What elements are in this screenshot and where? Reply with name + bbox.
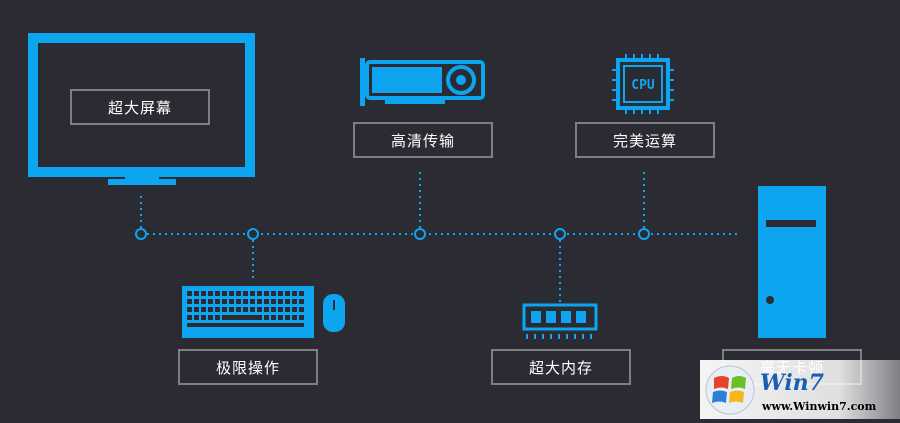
label-input: 极限操作 (178, 349, 318, 385)
keyboard-key (208, 299, 213, 304)
keyboard-key (264, 307, 269, 312)
junction-node (414, 228, 426, 240)
keyboard-key (271, 299, 276, 304)
keyboard-key (278, 315, 283, 320)
label-gpu: 高清传输 (353, 122, 493, 158)
keyboard-key (208, 315, 213, 320)
watermark: Win7 www.Winwin7.com (700, 360, 900, 419)
keyboard-key (243, 307, 248, 312)
label-cpu: 完美运算 (575, 122, 715, 158)
keyboard-key (285, 299, 290, 304)
keyboard-key (264, 299, 269, 304)
keyboard-key (229, 291, 234, 296)
keyboard-key (271, 307, 276, 312)
keyboard-key (264, 315, 269, 320)
keyboard-key (299, 315, 304, 320)
keyboard-key (285, 307, 290, 312)
keyboard-icon (182, 286, 314, 338)
keyboard-key (201, 291, 206, 296)
keyboard-key (222, 307, 227, 312)
watermark-brand: Win7 (760, 370, 825, 396)
ram-module-icon (522, 303, 598, 339)
keyboard-key (215, 307, 220, 312)
keyboard-key (257, 299, 262, 304)
keyboard-key (299, 307, 304, 312)
watermark-logo: Win7 (700, 360, 900, 419)
keyboard-key (187, 307, 192, 312)
keyboard-key (271, 291, 276, 296)
keyboard-key (292, 315, 297, 320)
keyboard-bottom-row (187, 323, 304, 327)
keyboard-key (194, 307, 199, 312)
keyboard-key (278, 291, 283, 296)
monitor-icon (28, 33, 255, 185)
keyboard-key (257, 307, 262, 312)
keyboard-key (201, 315, 206, 320)
keyboard-key (278, 307, 283, 312)
keyboard-key (271, 315, 276, 320)
keyboard-key (194, 315, 199, 320)
keyboard-key (285, 315, 290, 320)
watermark-url: www.Winwin7.com (762, 400, 877, 413)
mouse-icon (323, 294, 345, 332)
keyboard-key (278, 299, 283, 304)
keyboard-key (257, 291, 262, 296)
label-memory: 超大内存 (491, 349, 631, 385)
keyboard-key (187, 291, 192, 296)
keyboard-key (236, 299, 241, 304)
windows-flag-icon (705, 365, 755, 415)
keyboard-spacebar (222, 315, 262, 320)
junction-node (554, 228, 566, 240)
keyboard-key (264, 291, 269, 296)
pc-tower-icon (758, 186, 826, 338)
keyboard-key (222, 291, 227, 296)
keyboard-key (299, 299, 304, 304)
cpu-chip-text: CPU (631, 78, 655, 93)
keyboard-key (208, 291, 213, 296)
keyboard-key (250, 291, 255, 296)
keyboard-key (201, 299, 206, 304)
keyboard-key (215, 315, 220, 320)
keyboard-key (292, 307, 297, 312)
keyboard-key (292, 291, 297, 296)
keyboard-key (229, 307, 234, 312)
junction-node (247, 228, 259, 240)
keyboard-key (187, 299, 192, 304)
keyboard-key (208, 307, 213, 312)
keyboard-key (229, 299, 234, 304)
cpu-chip-icon: CPU (612, 54, 674, 114)
keyboard-key (236, 307, 241, 312)
keyboard-key (243, 299, 248, 304)
label-screen: 超大屏幕 (70, 89, 210, 125)
keyboard-key (243, 291, 248, 296)
keyboard-key (187, 315, 192, 320)
keyboard-key (215, 291, 220, 296)
keyboard-key (250, 307, 255, 312)
junction-node (135, 228, 147, 240)
keyboard-key (222, 299, 227, 304)
keyboard-key (250, 299, 255, 304)
keyboard-key (215, 299, 220, 304)
keyboard-key (194, 299, 199, 304)
keyboard-key (201, 307, 206, 312)
keyboard-key (292, 299, 297, 304)
keyboard-key (285, 291, 290, 296)
keyboard-key (299, 291, 304, 296)
graphics-card-icon (360, 58, 485, 106)
junction-node (638, 228, 650, 240)
keyboard-key (236, 291, 241, 296)
keyboard-key (194, 291, 199, 296)
